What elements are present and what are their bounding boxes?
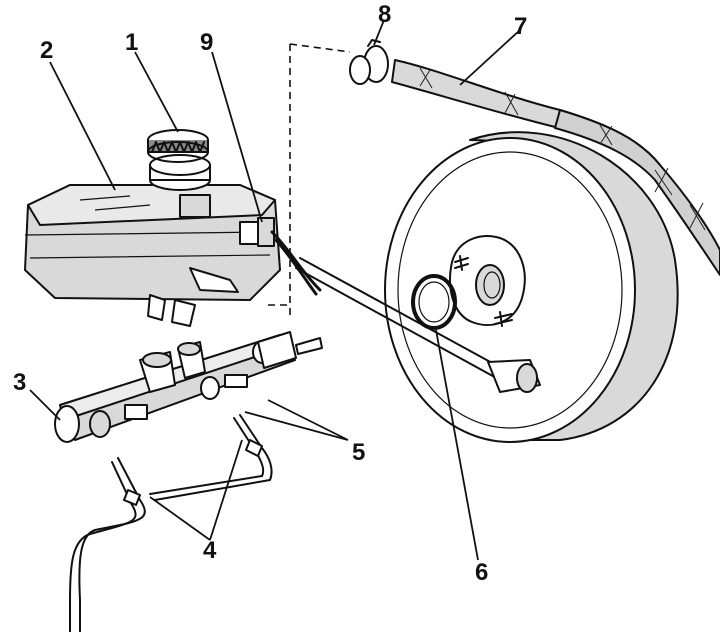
push-rod — [295, 257, 506, 381]
master-cylinder — [54, 331, 323, 443]
seal-ring — [411, 274, 457, 330]
brake-lines — [69, 414, 273, 632]
fluid-reservoir — [24, 154, 281, 327]
callout-6: 6 — [475, 559, 488, 586]
brake-booster — [384, 131, 679, 443]
callout-8: 8 — [378, 1, 391, 28]
callout-3: 3 — [13, 369, 26, 396]
callout-4: 4 — [203, 537, 217, 564]
level-sensor-connector — [239, 217, 322, 296]
leader-lines — [29, 19, 521, 561]
callout-7: 7 — [514, 13, 527, 40]
callout-2: 2 — [40, 37, 53, 64]
alignment-dashed-line — [268, 43, 351, 320]
callout-9: 9 — [200, 29, 213, 56]
push-rod-clevis — [487, 359, 541, 393]
callout-5: 5 — [352, 439, 365, 466]
callout-1: 1 — [125, 29, 138, 56]
reservoir-cap — [147, 129, 209, 163]
vacuum-hose — [349, 39, 720, 276]
